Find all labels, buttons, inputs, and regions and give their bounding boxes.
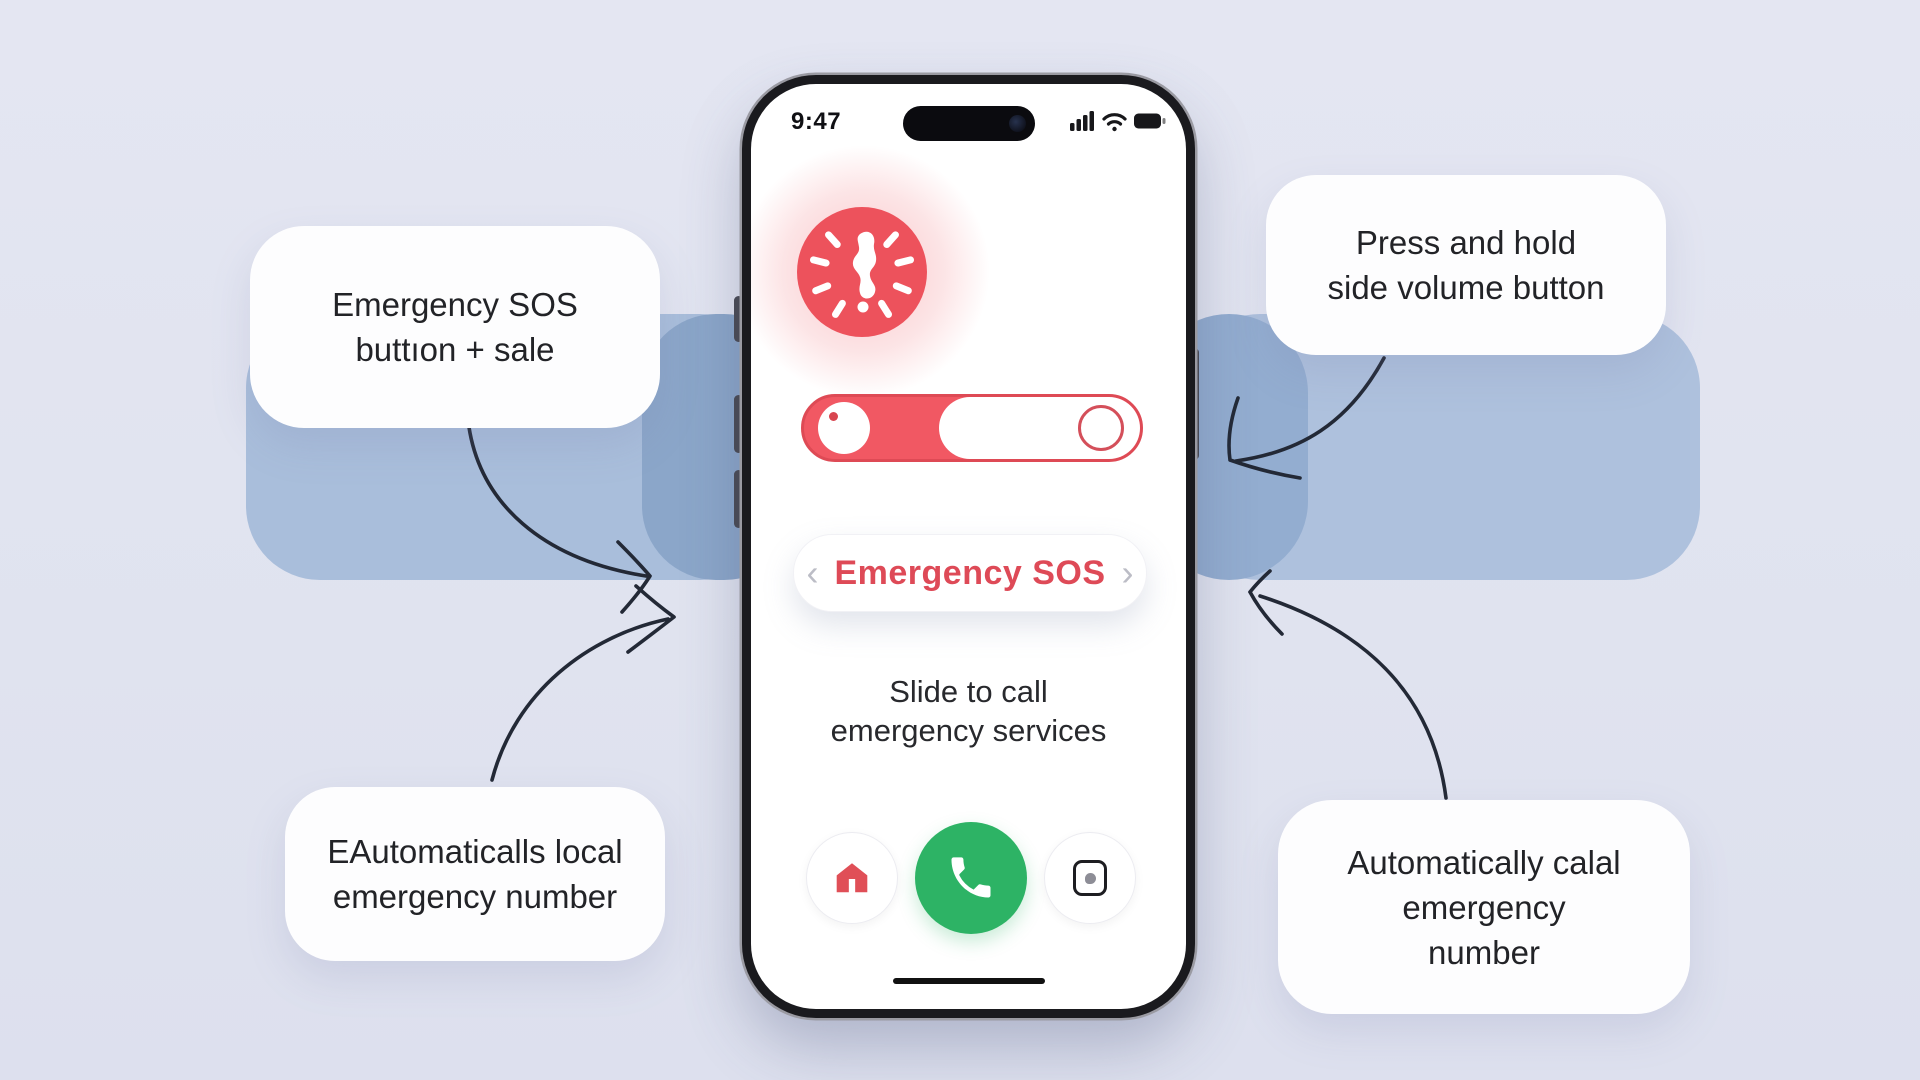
emergency-slider[interactable]	[801, 394, 1143, 462]
call-button[interactable]	[915, 822, 1027, 934]
action-side-button[interactable]	[734, 296, 743, 342]
arrow-bottom-right	[1248, 569, 1448, 800]
chevron-right-icon: ›	[1121, 552, 1134, 593]
slide-instruction-line: emergency services	[830, 713, 1107, 748]
callout-top-right: Press and hold side volume button	[1266, 175, 1666, 355]
sos-alert-button[interactable]	[797, 207, 927, 337]
sos-alert-icon	[809, 231, 915, 318]
slide-instruction: Slide to call emergency services	[751, 672, 1186, 750]
callout-line: emergency number	[332, 878, 618, 915]
callout-bottom-right: Automatically calal emergency number	[1278, 800, 1690, 1014]
house-icon	[836, 863, 868, 893]
callout-line: Emergency SOS	[332, 286, 578, 323]
callout-line: side volume button	[1327, 269, 1605, 306]
slider-target-ring	[1078, 405, 1124, 451]
callout-line: number	[1428, 933, 1540, 971]
volume-up-button[interactable]	[734, 395, 743, 453]
callout-line: emergency	[1402, 888, 1566, 926]
sos-badge-button[interactable]	[1044, 832, 1136, 924]
camera-icon	[1008, 115, 1026, 132]
arrow-bottom-left	[490, 584, 676, 782]
phone-screen: 9:47	[751, 84, 1186, 1009]
wifi-icon	[1102, 113, 1127, 132]
house-button[interactable]	[806, 832, 898, 924]
callout-top-left: Emergency SOS buttıon + sale	[250, 226, 660, 428]
volume-down-button[interactable]	[734, 470, 743, 528]
signal-icon	[1070, 111, 1094, 131]
phone-mockup: 9:47	[742, 75, 1195, 1018]
callout-line: Automatically calal	[1347, 843, 1621, 881]
phone-call-icon	[951, 857, 991, 898]
sos-badge-icon	[1073, 860, 1107, 896]
chevron-left-icon: ‹	[806, 552, 819, 593]
slide-instruction-line: Slide to call	[889, 674, 1048, 709]
slider-knob[interactable]	[818, 402, 870, 454]
arrow-top-right	[1227, 356, 1386, 480]
emergency-sos-pill[interactable]: ‹ Emergency SOS ›	[793, 534, 1147, 612]
callout-line: Press and hold	[1355, 224, 1577, 261]
status-time: 9:47	[791, 108, 842, 135]
callout-line: EAutomaticalls local	[327, 833, 623, 870]
status-icons	[1070, 111, 1166, 132]
emergency-sos-label: Emergency SOS	[834, 553, 1106, 592]
battery-icon	[1134, 113, 1166, 129]
callout-bottom-left: EAutomaticalls local emergency number	[285, 787, 665, 961]
arrow-top-left	[466, 418, 652, 614]
callout-line: buttıon + sale	[355, 331, 555, 368]
home-indicator[interactable]	[893, 978, 1045, 984]
dynamic-island	[902, 106, 1035, 141]
